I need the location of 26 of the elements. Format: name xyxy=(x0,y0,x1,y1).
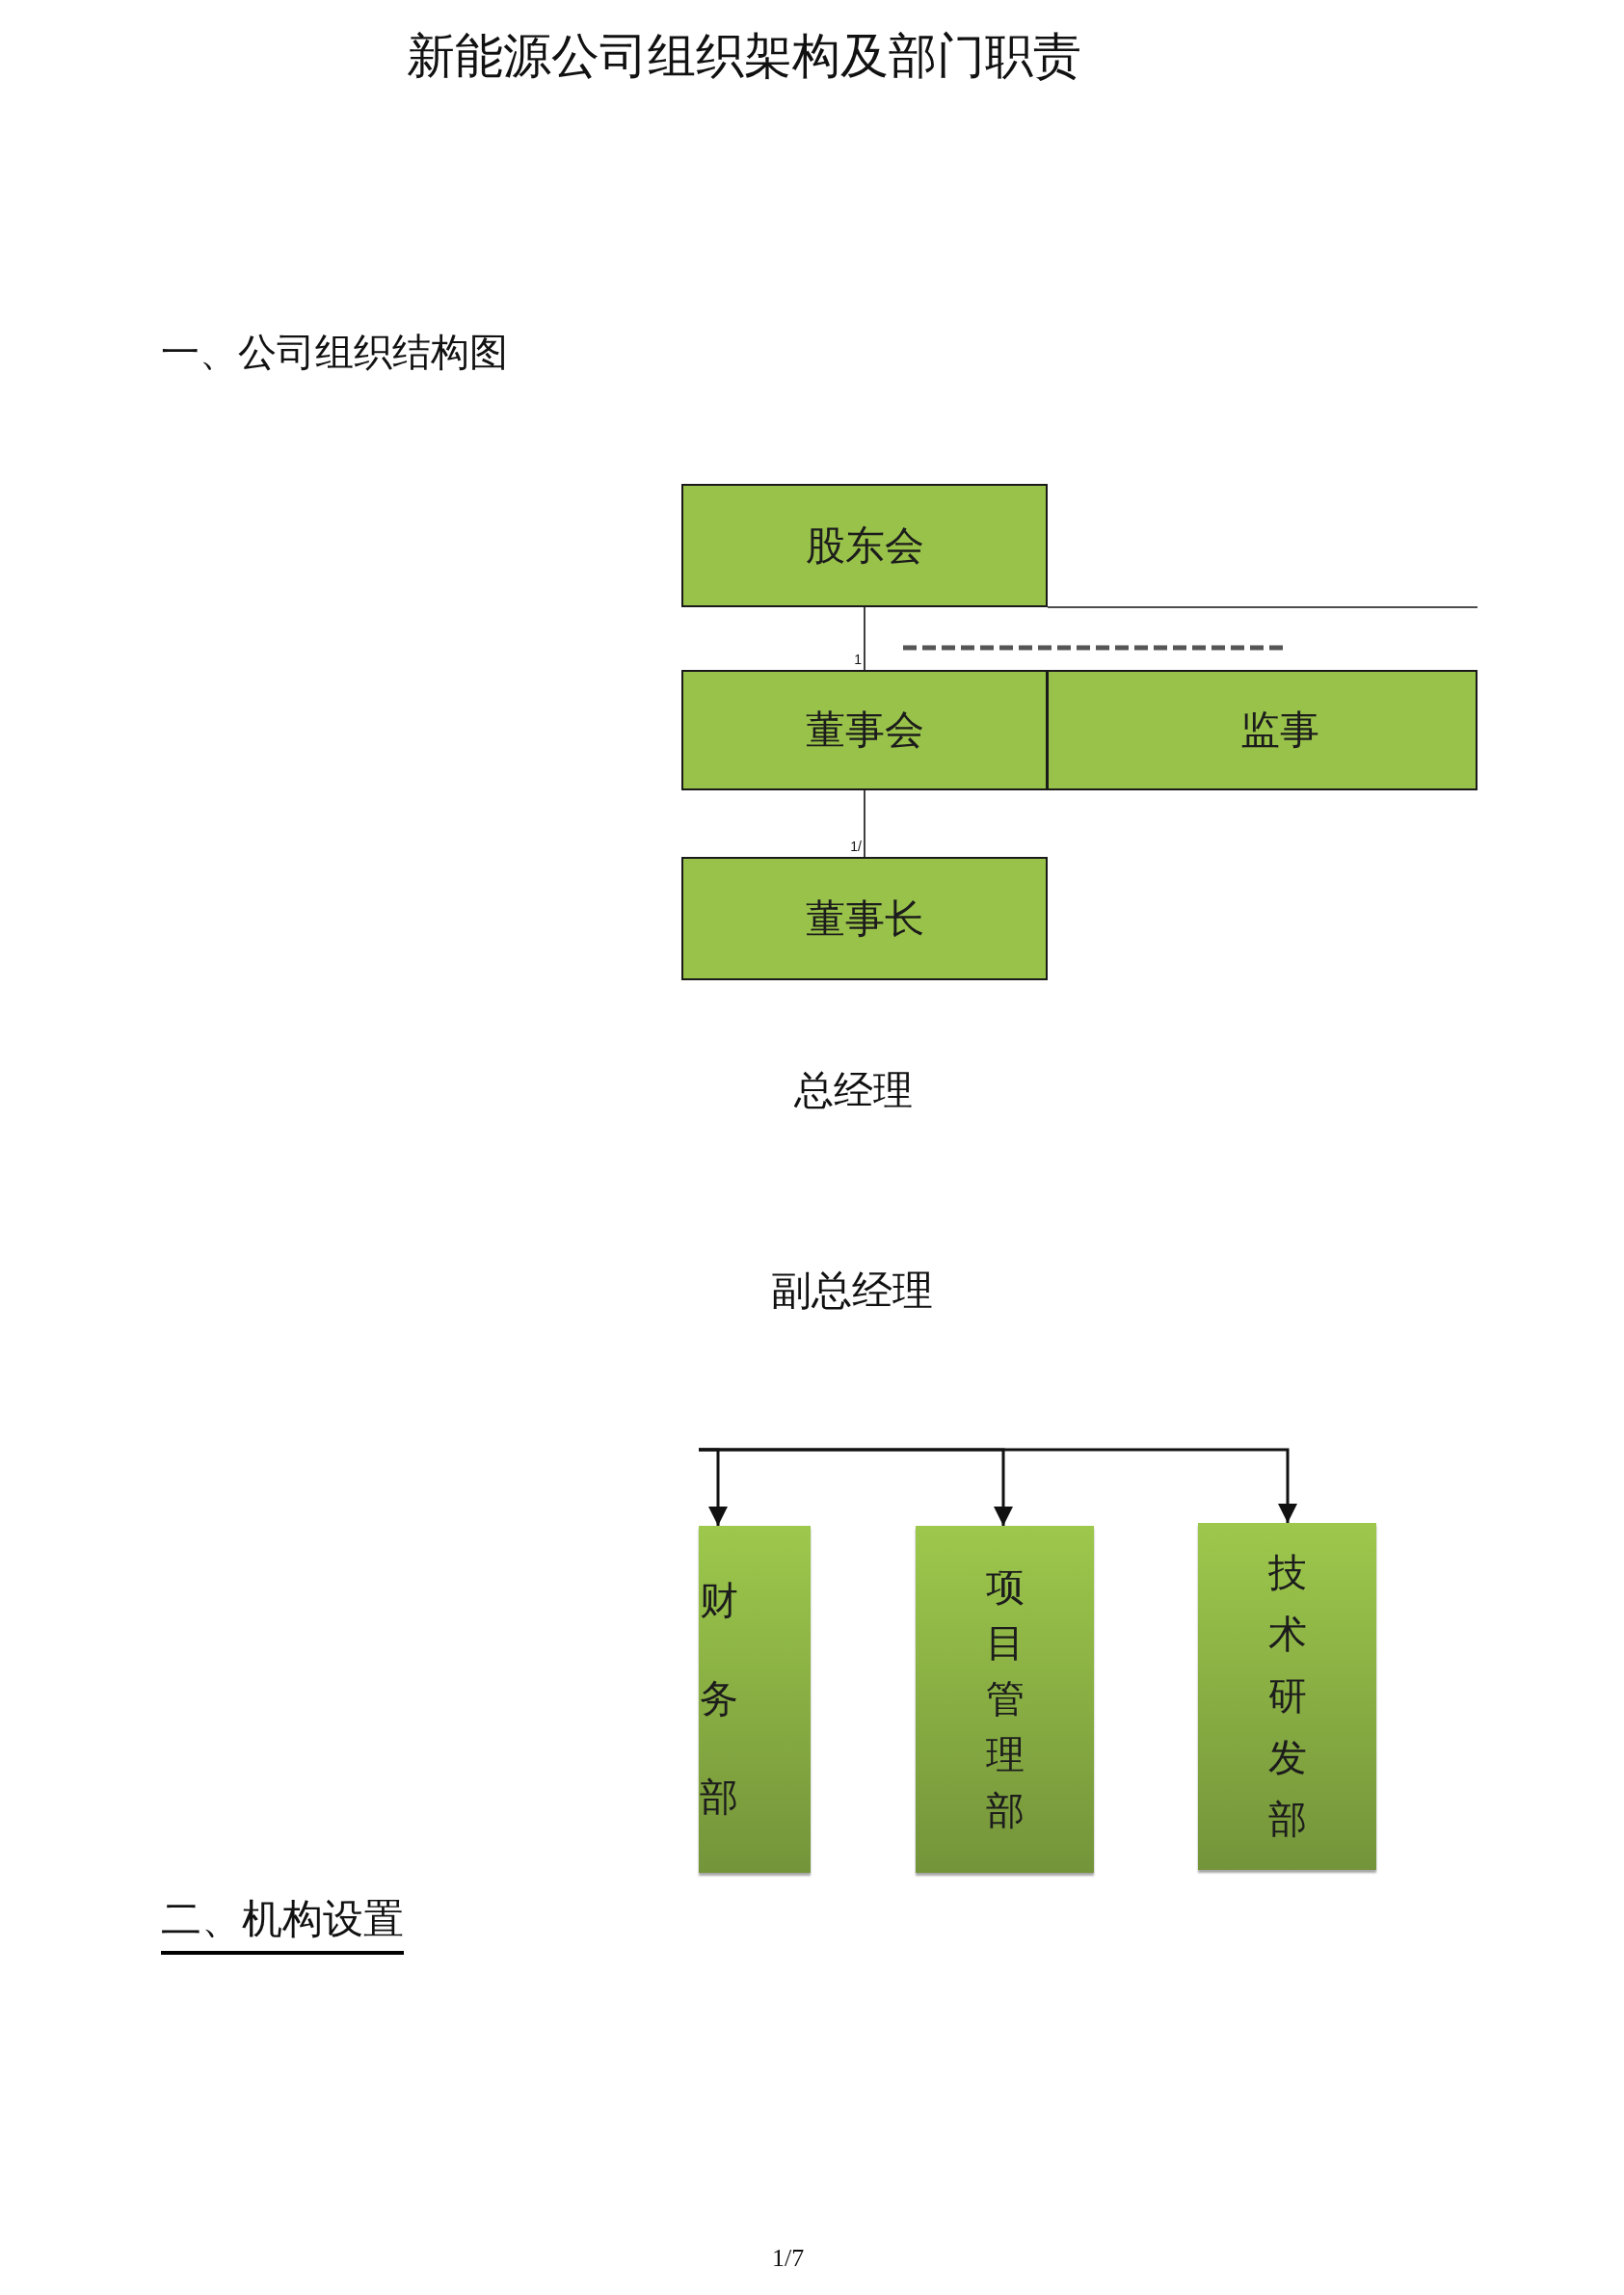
role-title: 总经理 xyxy=(794,1071,913,1110)
org-unit-name: 股东会 xyxy=(805,525,924,566)
arrow xyxy=(699,1448,1297,1523)
department-name: 财务部 xyxy=(700,1578,738,1821)
department-name: 技术研发部 xyxy=(1267,1550,1307,1843)
department-box xyxy=(699,1526,811,1873)
section-heading: 一、公司组织结构图 xyxy=(161,334,508,372)
org-box xyxy=(681,857,1048,980)
org-box xyxy=(681,484,1048,607)
org-unit-name: 董事会 xyxy=(805,710,924,750)
section-heading: 二、机构设置 xyxy=(161,1899,404,1955)
connector-line xyxy=(864,789,865,858)
org-box xyxy=(1047,670,1478,790)
page-title: 新能源公司组织架构及部门职责 xyxy=(407,32,1081,80)
org-unit-name: 监事 xyxy=(1239,710,1319,750)
edge-label: 1/ xyxy=(850,840,862,853)
connector-line xyxy=(1047,606,1478,608)
page-number: 1/7 xyxy=(772,2246,805,2271)
department-name: 项目管理部 xyxy=(985,1564,1025,1834)
role-title: 副总经理 xyxy=(771,1270,933,1311)
department-box xyxy=(1198,1523,1376,1870)
edge-label: 1 xyxy=(854,653,862,666)
org-box xyxy=(681,670,1048,790)
org-unit-name: 董事长 xyxy=(805,898,924,939)
department-box xyxy=(916,1526,1094,1873)
connector-line xyxy=(864,606,865,671)
